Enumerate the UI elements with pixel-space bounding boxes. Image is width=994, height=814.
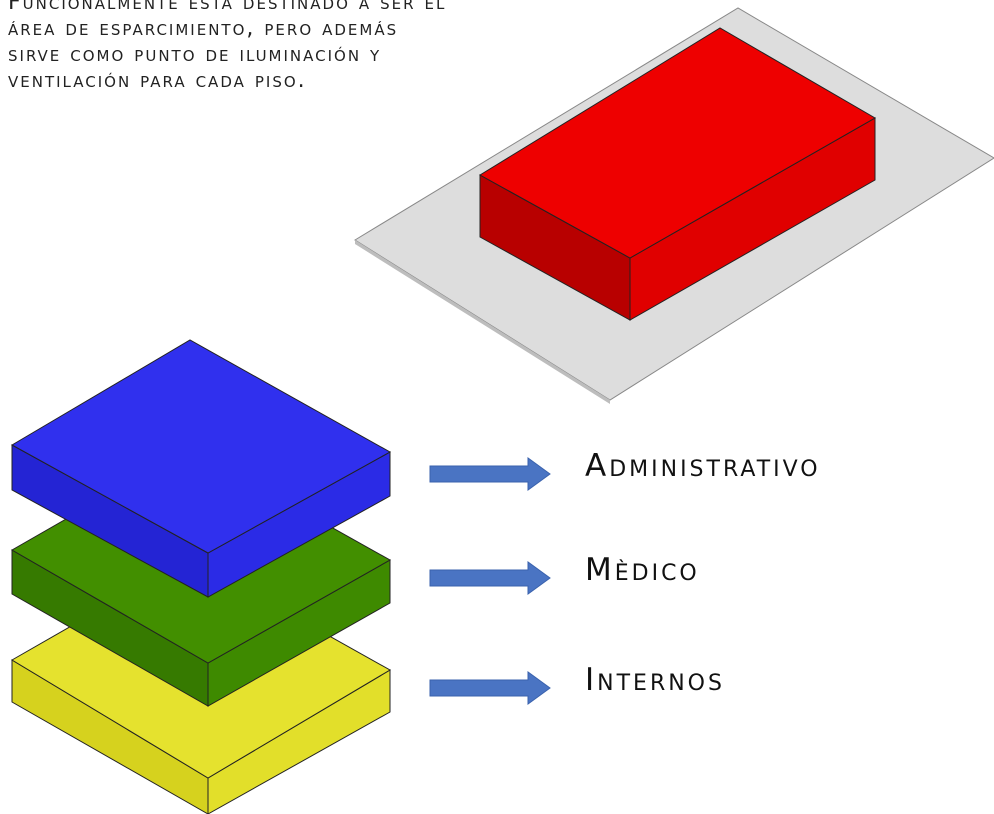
description-line-3: sirve como punto de iluminación y — [8, 42, 382, 67]
site-model — [354, 7, 994, 404]
red-block-top-face — [479, 27, 877, 259]
arrow-medico-icon — [429, 561, 551, 595]
arrow-administrativo-icon — [429, 457, 551, 491]
slab-administrativo — [10, 339, 392, 598]
label-internos: Internos — [585, 662, 725, 698]
description-text: Funcionalmente está destinado a ser el á… — [8, 0, 628, 94]
blue-slab-top-face — [10, 339, 392, 554]
label-medico: Mèdico — [585, 552, 700, 588]
ground-plate-edge — [355, 240, 610, 404]
description-line-1: Funcionalmente está destinado a ser el — [8, 0, 447, 15]
description-line-2: área de esparcimiento, pero además — [8, 16, 399, 41]
description-line-4: ventilación para cada piso. — [8, 68, 307, 93]
label-administrativo: Administrativo — [585, 448, 821, 484]
arrow-internos-icon — [429, 671, 551, 705]
